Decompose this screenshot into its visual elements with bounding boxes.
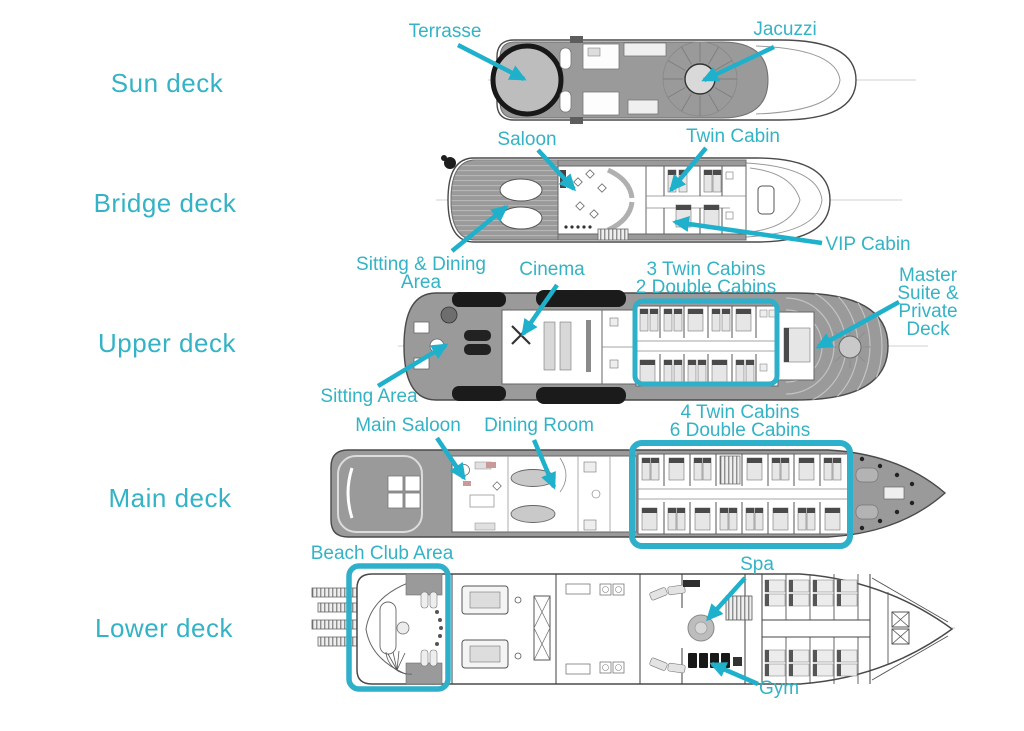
jacuzzi	[662, 41, 738, 117]
deck-label-lower: Lower deck	[95, 613, 233, 643]
annotation-gym: Gym	[758, 678, 800, 699]
annotation-terrasse: Terrasse	[408, 21, 482, 42]
annotation-jacuzzi: Jacuzzi	[753, 19, 817, 40]
annotation-cinema: Cinema	[519, 259, 585, 280]
annotation-spa: Spa	[740, 554, 774, 575]
bow-jacuzzi	[829, 326, 871, 368]
annotation-main-saloon: Main Saloon	[355, 415, 461, 436]
spa-arrow	[705, 576, 747, 622]
upper-cabins-highlight-box	[632, 298, 780, 387]
deck-label-sun: Sun deck	[110, 68, 224, 98]
terrasse-arrow	[456, 42, 527, 82]
lower-deck-plan	[311, 563, 955, 692]
annotation-vip-cabin: VIP Cabin	[825, 234, 911, 255]
annotation-beach-club: Beach Club Area	[310, 543, 454, 564]
annotation-twin-cabin: Twin Cabin	[686, 126, 780, 147]
twin-cabin-arrow	[669, 146, 708, 193]
deck-label-main: Main deck	[108, 483, 232, 513]
vip-cabin-arrow	[672, 216, 823, 246]
bridge-deck-plan	[436, 155, 902, 243]
dining-room-arrow	[531, 439, 557, 490]
annotation-sitting-dining: Sitting & Dining Area	[356, 254, 486, 293]
beach-club-stairs	[385, 650, 413, 675]
master-suite-arrow	[815, 300, 901, 349]
sitting-dining-arrow	[450, 205, 509, 253]
annotation-arrows	[376, 42, 901, 687]
annotation-master-suite: Master Suite & Private Deck	[897, 265, 959, 340]
sitting-area-arrow	[376, 343, 449, 388]
main-cabins-highlight-box	[629, 440, 853, 549]
main-deck-plan	[330, 440, 947, 549]
main-saloon-arrow	[435, 436, 466, 481]
beach-club-highlight-box	[346, 563, 451, 692]
cinema-arrow	[521, 283, 559, 337]
saloon-arrow	[536, 148, 577, 192]
annotation-dining-room: Dining Room	[484, 415, 594, 436]
deck-label-upper: Upper deck	[98, 328, 236, 358]
annotation-main-cabins: 4 Twin Cabins 6 Double Cabins	[669, 402, 811, 441]
annotation-upper-cabins: 3 Twin Cabins 2 Double Cabins	[635, 259, 777, 298]
jacuzzi-arrow	[701, 44, 775, 83]
sun-deck-plan	[488, 36, 916, 124]
dining-table	[510, 505, 556, 523]
deck-label-bridge: Bridge deck	[93, 188, 237, 218]
terrasse-circle	[490, 43, 564, 117]
gym-arrow	[709, 661, 759, 687]
annotation-sitting-area: Sitting Area	[320, 386, 418, 407]
annotation-saloon: Saloon	[497, 129, 557, 150]
